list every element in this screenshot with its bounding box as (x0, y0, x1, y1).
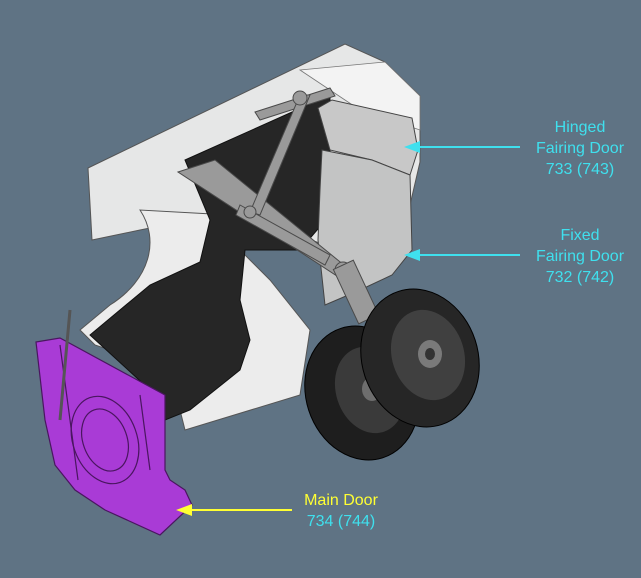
main-door-label: Main Door 734 (744) (276, 490, 406, 532)
front-wheel (360, 288, 480, 428)
hinged-label-line1: Hinged (554, 119, 606, 136)
main-label-line2: 734 (744) (306, 513, 376, 530)
leader-main (176, 504, 292, 516)
fixed-label-line1: Fixed (560, 227, 600, 244)
leader-hinged (404, 141, 520, 153)
main-label-line1: Main Door (304, 492, 378, 509)
gear-linkage (176, 87, 380, 325)
hinged-label-line2: Fairing Door (535, 140, 625, 157)
fixed-label-line2: Fairing Door (535, 248, 625, 265)
main-door-hardware (58, 309, 151, 485)
hinged-label-line3: 733 (743) (545, 161, 615, 178)
fixed-fairing-door (317, 149, 413, 306)
hinged-fairing-door-label: Hinged Fairing Door 733 (743) (520, 117, 640, 180)
fixed-fairing-door-label: Fixed Fairing Door 732 (742) (520, 225, 640, 288)
leader-fixed (404, 249, 520, 261)
hinged-fairing-door (317, 99, 419, 176)
fixed-label-line3: 732 (742) (545, 269, 615, 286)
